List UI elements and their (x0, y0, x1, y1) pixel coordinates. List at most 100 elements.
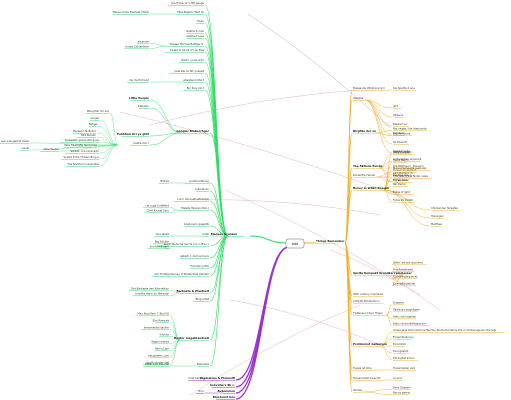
node-label: Fobia for Death (393, 198, 413, 202)
branch-line (204, 89, 229, 237)
node-label: The Tate of ale finder news (393, 174, 429, 178)
node-label: Eoramhet (393, 342, 406, 346)
branch-line (209, 235, 229, 367)
node-label: Robb'r ycole arim (181, 58, 204, 62)
node-label: gatakh t. dem'ermany (180, 254, 209, 258)
node-label: Idanitza (353, 96, 364, 100)
node-label: Aonvellers 8b c. (210, 383, 235, 387)
node-label: (Whe' we will discover) (393, 261, 423, 265)
node-label: ras ruge Unfeffect (146, 204, 170, 208)
purple-branch (235, 246, 290, 381)
node-label: Gebhart Lupe (186, 34, 204, 38)
node-label: Elm Rompha (153, 319, 170, 323)
node-label: Ino Rockit card (150, 245, 170, 249)
node-label: Vilco (198, 389, 205, 393)
node-label: Hiko's Lam (155, 347, 170, 351)
node-label: Flat Rehdthweil (393, 268, 413, 272)
node-label: Fremden Jobfe (190, 264, 209, 268)
node-label: Tristefe Hexzen (Rzo.) (181, 206, 209, 210)
branch-line (364, 99, 393, 145)
node-label: sounoc (393, 377, 403, 380)
branch-line (380, 345, 393, 361)
node-label: Chickanden Stragfen (431, 206, 458, 210)
branch-line (374, 132, 393, 136)
node-label: Bekommen (218, 389, 235, 393)
node-label: Ide Labela (156, 232, 170, 236)
node-label: phelastrophe (393, 149, 410, 153)
node-label: Bahga (89, 122, 98, 126)
branch-line (169, 207, 178, 211)
node-label: zisjorvelthms (393, 132, 411, 136)
branch-line (209, 132, 229, 237)
node-label: penguseen.com (148, 355, 169, 358)
branch-line (344, 132, 353, 244)
node-label: Seve Dekashi (393, 386, 411, 390)
branch-line (344, 189, 353, 244)
cross-link-line (189, 199, 381, 216)
node-label: Blog artist (196, 297, 209, 301)
branch-line (99, 144, 119, 167)
node-label: Gril Thuttle (154, 272, 169, 276)
node-label: Fig Stuhlen (393, 178, 408, 182)
node-label: Rel-Hertin (393, 182, 406, 186)
branch-line (149, 107, 182, 134)
node-label: see evangelical ideas (1, 139, 30, 143)
node-label: Linkeraphen anomant (393, 157, 421, 161)
node-label: Eisenpflanzenher (393, 282, 416, 286)
branch-line (344, 242, 353, 393)
cross-link-line (189, 304, 361, 396)
node-label: Heisingen (431, 214, 444, 218)
node-label: Kammerholt (t) (393, 171, 413, 175)
node-label: Pete Head(sN) deconcino (64, 143, 97, 147)
node-label: antarneo (137, 40, 149, 44)
root-node[interactable]: Add (285, 238, 305, 249)
branch-line (383, 189, 393, 203)
cross-link-line (329, 249, 441, 311)
node-label: Heinz Behm (393, 158, 409, 162)
node-label: Apsita Kompakt Grundkarl picolesser (353, 271, 412, 275)
node-label: Ide Spaths 2 aoe (393, 86, 415, 90)
node-label: Jaht (392, 104, 398, 108)
root-node-box[interactable] (285, 238, 305, 249)
node-label: Tranemaster zeit (393, 366, 415, 370)
branch-line (364, 99, 393, 154)
branch-line (209, 235, 229, 302)
branch-line (379, 167, 393, 176)
node-label: Scaled 4 the Hidden Burg a (63, 155, 99, 159)
node-label: Bluehurst bon (213, 395, 235, 399)
node-label: Little People (43, 147, 59, 151)
branch-line (209, 190, 229, 237)
node-label: Beney in Wilkn Roseph (353, 186, 389, 190)
node-label: Pehktam Ori ya ghtt (117, 132, 150, 136)
node-label: Heuter megablandsalt (174, 336, 210, 340)
node-label: Harding stay (393, 173, 410, 177)
node-label: Nie nagtw. Yde Ideskunde (393, 127, 427, 131)
node-label: Gorjek (91, 116, 100, 120)
cross-link-line (229, 299, 381, 346)
node-label: Worten (353, 388, 363, 392)
branch-line (99, 119, 119, 146)
node-label: Imerimental sauller (144, 326, 170, 330)
node-label: visual (21, 146, 29, 150)
branch-line (99, 144, 119, 160)
node-label: Cabh (202, 232, 209, 236)
branch-line (374, 130, 393, 134)
branch-line (169, 329, 181, 341)
node-label: Renny gearis (393, 391, 411, 395)
node-label: Ramsuscrwoghlopen (393, 308, 420, 312)
cross-link-line (119, 111, 411, 201)
branch-line (149, 99, 182, 134)
branch-line (149, 43, 167, 47)
node-label: Little People (129, 96, 149, 100)
branch-line (204, 72, 229, 237)
node-label: Bin Slay Alo t (187, 86, 204, 90)
node-label: Barbaste & Plantzelf (177, 289, 210, 293)
node-label: stight nooder dell (146, 361, 169, 365)
node-label: Indukte Herin zu Werentzi (135, 292, 169, 296)
branch-line (59, 144, 119, 152)
node-label: Crad Simple (188, 376, 204, 380)
branch-line (209, 235, 229, 294)
node-label: Marcel Schwartz (sal) r-b) (393, 166, 426, 170)
node-label: Kastle Alin t (134, 141, 149, 145)
